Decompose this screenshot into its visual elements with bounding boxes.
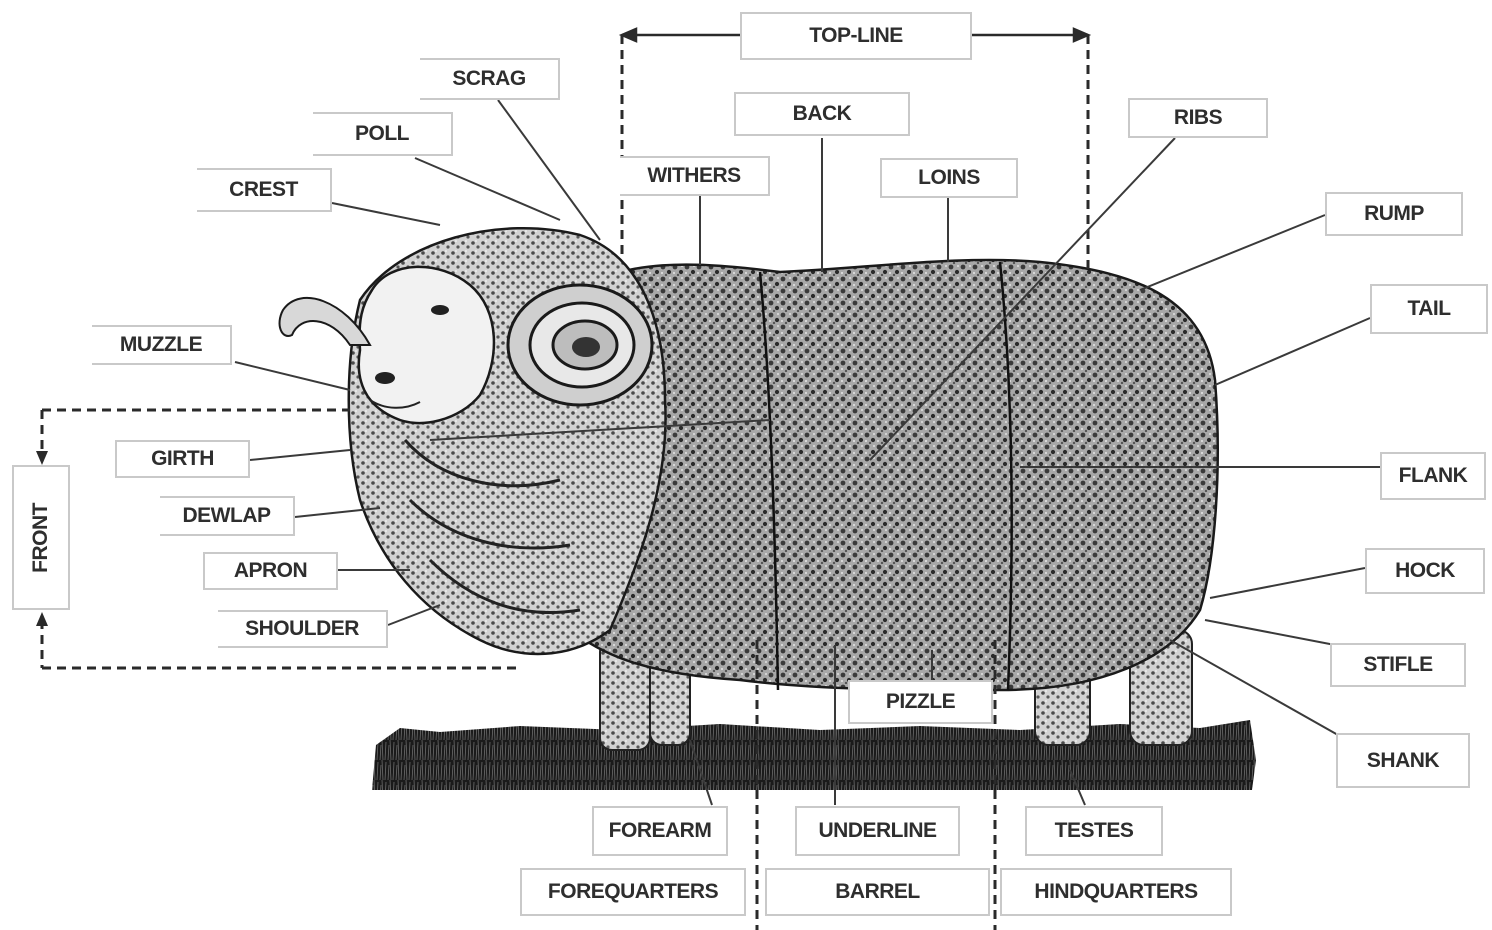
label-barrel-text: BARREL [835, 880, 920, 904]
label-ribs: RIBS [1128, 98, 1268, 138]
label-top-line: TOP-LINE [740, 12, 972, 60]
label-back: BACK [734, 92, 910, 136]
label-front: FRONT [12, 465, 70, 610]
label-hock-text: HOCK [1395, 559, 1455, 583]
label-muzzle: MUZZLE [92, 325, 232, 365]
label-loins-text: LOINS [918, 166, 980, 190]
sheep-head [359, 267, 494, 423]
label-scrag-text: SCRAG [452, 67, 525, 91]
label-apron: APRON [203, 552, 338, 590]
label-apron-text: APRON [234, 559, 307, 583]
nostril [375, 372, 395, 384]
label-dewlap: DEWLAP [160, 496, 295, 536]
label-ribs-text: RIBS [1174, 106, 1222, 130]
eye [431, 305, 449, 315]
label-tail-text: TAIL [1407, 297, 1450, 321]
label-pizzle: PIZZLE [848, 680, 993, 724]
label-hindquarters-text: HINDQUARTERS [1034, 880, 1197, 904]
label-withers: WITHERS [620, 156, 770, 196]
label-rump-text: RUMP [1364, 202, 1424, 226]
label-flank: FLANK [1380, 452, 1486, 500]
label-forearm: FOREARM [592, 806, 728, 856]
label-testes: TESTES [1025, 806, 1163, 856]
horn-right [508, 285, 652, 405]
label-scrag: SCRAG [420, 58, 560, 100]
label-withers-text: WITHERS [647, 164, 740, 188]
label-muzzle-text: MUZZLE [120, 333, 202, 357]
label-tail: TAIL [1370, 284, 1488, 334]
label-forequarters: FOREQUARTERS [520, 868, 746, 916]
label-shoulder: SHOULDER [218, 610, 388, 648]
label-flank-text: FLANK [1399, 464, 1468, 488]
label-stifle-text: STIFLE [1363, 653, 1432, 677]
label-shank-text: SHANK [1367, 749, 1439, 773]
label-back-text: BACK [793, 102, 852, 126]
label-dewlap-text: DEWLAP [183, 504, 271, 528]
label-hock: HOCK [1365, 548, 1485, 594]
label-forequarters-text: FOREQUARTERS [548, 880, 718, 904]
label-loins: LOINS [880, 158, 1018, 198]
label-girth: GIRTH [115, 440, 250, 478]
label-girth-text: GIRTH [151, 447, 214, 471]
label-shank: SHANK [1336, 733, 1470, 788]
label-poll: POLL [313, 112, 453, 156]
label-front-text: FRONT [29, 503, 53, 573]
label-forearm-text: FOREARM [609, 819, 712, 843]
label-barrel: BARREL [765, 868, 990, 916]
label-stifle: STIFLE [1330, 643, 1466, 687]
label-top-line-text: TOP-LINE [809, 24, 903, 48]
grass [372, 720, 1256, 790]
label-rump: RUMP [1325, 192, 1463, 236]
label-poll-text: POLL [355, 122, 409, 146]
label-shoulder-text: SHOULDER [245, 617, 359, 641]
label-crest-text: CREST [229, 178, 298, 202]
label-hindquarters: HINDQUARTERS [1000, 868, 1232, 916]
label-pizzle-text: PIZZLE [886, 690, 955, 714]
label-crest: CREST [197, 168, 332, 212]
label-underline: UNDERLINE [795, 806, 960, 856]
label-underline-text: UNDERLINE [818, 819, 936, 843]
label-testes-text: TESTES [1055, 819, 1134, 843]
